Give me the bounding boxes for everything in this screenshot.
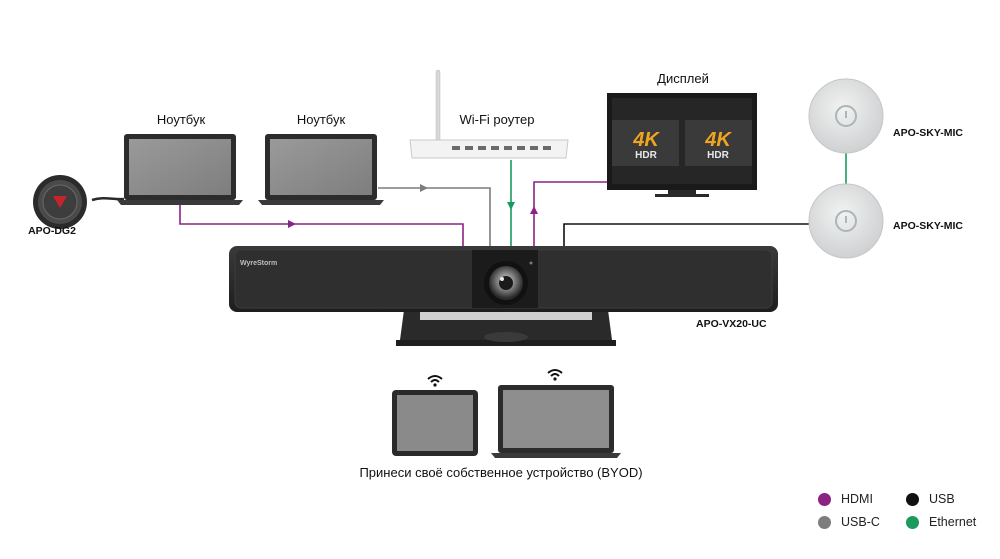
display-4k-text-1: 4K [632, 129, 660, 151]
legend-dot [906, 492, 919, 506]
byod-laptop [491, 385, 621, 458]
legend-dot [818, 515, 831, 529]
laptop-1-label: Ноутбук [156, 112, 206, 127]
usb-cable-mic [563, 223, 810, 246]
byod-label: Принеси своё собственное устройство (BYO… [359, 465, 643, 480]
legend-label: USB-C [841, 515, 880, 529]
legend-item-ethernet: Ethernet [906, 515, 976, 529]
hdmi-cable-laptop [179, 205, 464, 246]
wifi-router [409, 69, 569, 159]
wifi-icon [547, 369, 563, 381]
legend-label: Ethernet [929, 515, 977, 529]
mic-2-label: APO-SKY-MIC [893, 220, 964, 232]
hdmi-cable-display [533, 181, 608, 246]
display-4k-text-2: 4K [704, 129, 732, 151]
hdmi-arrow [288, 220, 296, 228]
legend-label: USB [929, 492, 955, 506]
legend-item-hdmi: HDMI [818, 492, 873, 506]
display-hdr-text-1: HDR [635, 150, 657, 161]
router-port [452, 146, 460, 150]
usbc-cable-laptop [378, 187, 491, 246]
display-hdr-text-2: HDR [707, 150, 729, 161]
legend-dot [818, 492, 831, 506]
wifi-icon [427, 375, 443, 387]
sky-mic-2 [808, 183, 884, 259]
router-port [491, 146, 499, 150]
bar-model-label: APO-VX20-UC [696, 318, 767, 330]
dongle-device [33, 175, 87, 229]
legend: HDMI USB USB-C Ethernet [818, 492, 993, 540]
display-monitor: 4K HDR 4K HDR [607, 93, 757, 197]
usbc-arrow [420, 184, 428, 192]
video-bar: WyreStorm [229, 246, 778, 346]
legend-item-usbc: USB-C [818, 515, 880, 529]
dongle-logo-icon [53, 196, 67, 208]
legend-label: HDMI [841, 492, 873, 506]
dongle-label: APO-DG2 [28, 225, 76, 237]
laptop-1 [117, 134, 243, 205]
router-port [543, 146, 551, 150]
sky-mic-1 [808, 78, 884, 154]
router-port [530, 146, 538, 150]
bar-brand-logo: WyreStorm [240, 260, 277, 267]
legend-item-usb: USB [906, 492, 955, 506]
laptop-2 [258, 134, 384, 205]
router-ports [452, 146, 551, 150]
router-port [517, 146, 525, 150]
router-port [465, 146, 473, 150]
mic-1-label: APO-SKY-MIC [893, 127, 964, 139]
dongle-cable [91, 196, 125, 202]
legend-dot [906, 515, 919, 529]
router-port [504, 146, 512, 150]
hdmi-display-arrow [530, 206, 538, 214]
laptop-2-label: Ноутбук [296, 112, 346, 127]
display-label: Дисплей [657, 71, 709, 86]
router-port [478, 146, 486, 150]
router-label: Wi-Fi роутер [459, 112, 535, 127]
ethernet-arrow [507, 202, 515, 210]
cables [91, 150, 847, 246]
tablet-device [392, 390, 478, 456]
